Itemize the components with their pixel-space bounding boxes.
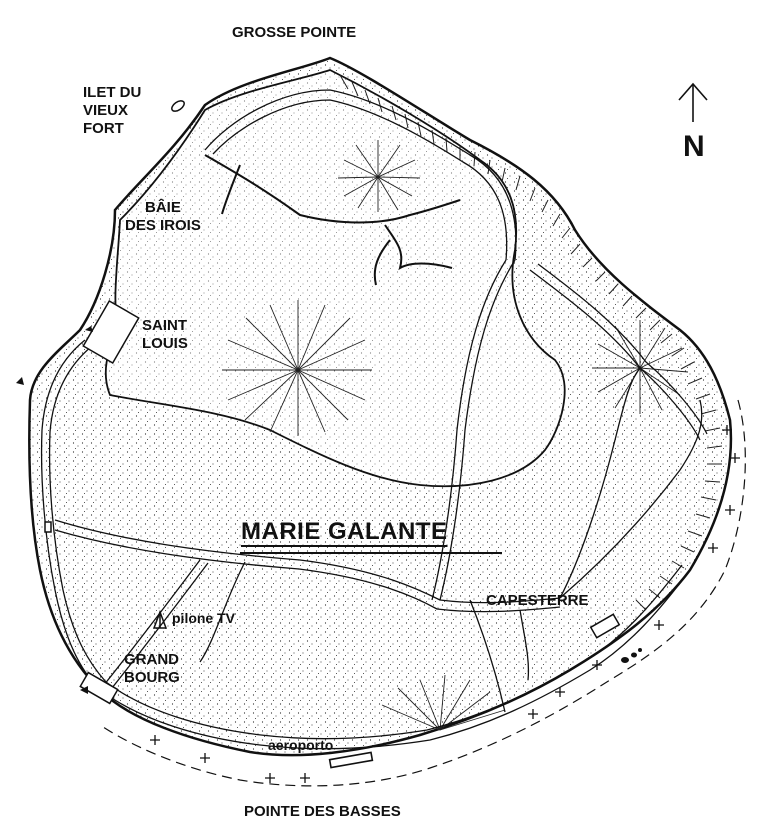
label-baie-des-irois: BÂIE DES IROIS [125,199,201,234]
hill-hachure-south [381,674,506,731]
label-grosse-pointe: GROSSE POINTE [232,24,357,41]
east-cliff-hachure [339,74,723,611]
label-pointe-des-basses: POINTE DES BASSES [244,803,401,820]
hill-hachure-central [222,300,372,436]
road-network [40,89,708,750]
map-title: MARIE GALANTE [241,518,448,545]
settlement-marks [44,299,621,705]
saint-louis-town [82,299,140,365]
grand-bourg-town [79,671,119,705]
capesterre-town [589,613,621,639]
airstrip-icon [328,751,374,769]
coastal-points [16,326,93,694]
label-ilet-du-vieux-fort: ILET DU VIEUX FORT [83,84,142,137]
label-pilone-tv: pilone TV [172,610,235,626]
north-arrow-icon [678,82,708,122]
label-saint-louis: SAINT LOUIS [142,317,188,352]
rivers [204,154,461,286]
reef-line [99,399,746,787]
ilet-du-vieux-fort-islet [171,100,185,112]
north-label: N [683,130,705,163]
label-grand-bourg: GRAND BOURG [124,651,180,686]
label-capesterre: CAPESTERRE [486,592,589,609]
hill-hachure-north [337,140,421,212]
tv-tower-icon [152,609,168,629]
label-aeroporto: aeroporto [268,737,334,753]
reef-cross-icon [150,425,740,783]
offshore-rocks [621,648,642,663]
west-coast-mark [44,521,52,533]
